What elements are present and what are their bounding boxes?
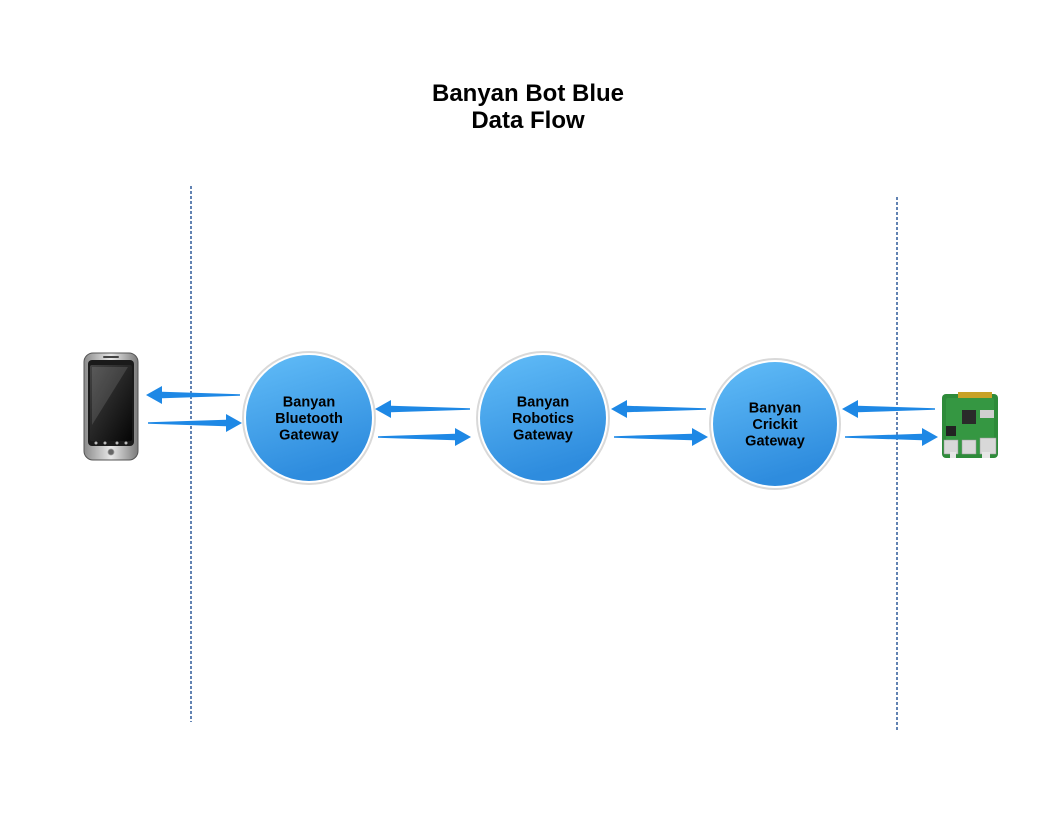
arrow-bluetooth-to-robotics [378,428,471,446]
arrow-robotics-to-crickit [614,428,708,446]
arrow-bluetooth-to-phone [146,386,240,404]
arrow-pi-to-crickit [842,400,935,418]
arrow-phone-to-bluetooth [148,414,242,432]
arrows-layer [146,386,938,446]
raspberry-pi-board-icon [942,392,998,458]
node-bluetooth-label-line-3: Gateway [279,428,339,444]
node-robotics-circle [480,355,606,481]
node-robotics-label-line-2: Robotics [512,411,574,427]
arrow-crickit-to-robotics [611,400,706,418]
diagram-title: Banyan Bot Blue Data Flow [0,80,1056,134]
node-crickit-label-line-2: Crickit [752,417,797,433]
node-robotics-label-line-3: Gateway [513,428,573,444]
diagram-title-line-1: Banyan Bot Blue [431,80,625,107]
nodes-layer: BanyanBluetoothGatewayBanyanRoboticsGate… [242,351,841,490]
node-bluetooth-label-line-2: Bluetooth [275,411,343,427]
node-bluetooth-circle [246,355,372,481]
node-crickit-label-line-1: Banyan [749,401,801,417]
diagram-title-line-2: Data Flow [471,107,585,134]
node-robotics-label-line-1: Banyan [517,395,569,411]
smartphone-icon [83,352,139,461]
node-crickit-label-line-3: Gateway [745,434,805,450]
node-bluetooth-label-line-1: Banyan [283,395,335,411]
arrow-robotics-to-bluetooth [375,400,470,418]
arrow-crickit-to-pi [845,428,938,446]
node-crickit-circle [713,362,837,486]
